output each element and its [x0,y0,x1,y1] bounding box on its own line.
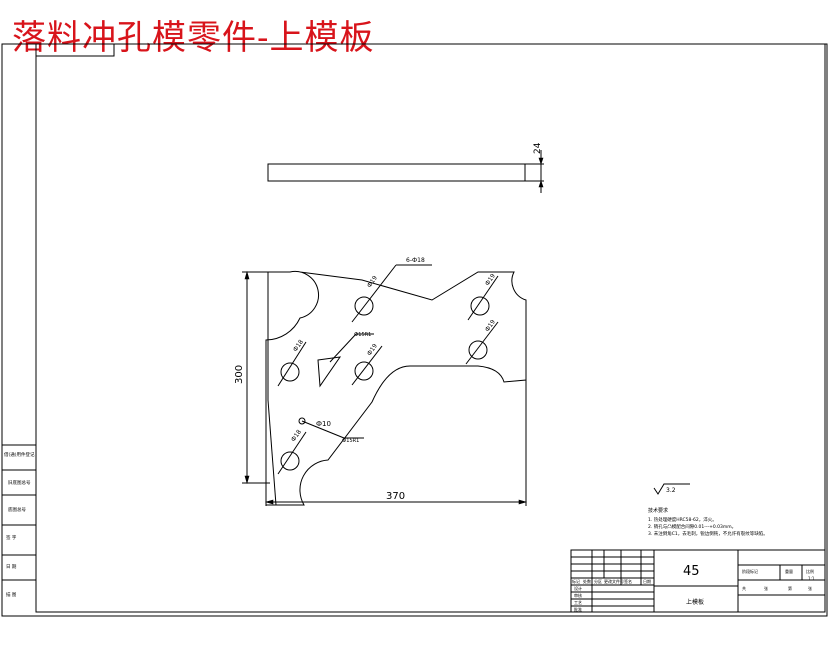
tb-right-header: 阶段标记 [742,568,758,574]
material-value: 45 [683,564,700,579]
tb-role: 批准 [574,606,582,612]
dim-height: 300 [234,365,245,384]
triangle-cutout [317,356,342,388]
tb-header-cell: 分区 [594,578,602,584]
tb-header-cell: 签名 [624,578,632,584]
tb-sheet: 第 [788,585,792,591]
arrow-h-top [244,270,250,280]
plate-outline [265,270,527,506]
tb-header-cell: 日期 [643,578,651,584]
dim-width: 370 [386,491,405,502]
tb-header-cell: 处数 [583,578,591,584]
plate-side-view [267,163,526,182]
outer-frame [1,43,828,617]
pin-hole [298,417,306,425]
tb-scale: 1:1 [808,576,815,581]
hole-bottom-left [280,451,300,471]
side-label: 旧底图总号 [8,479,31,486]
hole-group [280,296,490,471]
outline-taper [267,399,277,506]
tb-sheet: 张 [764,585,768,591]
arrow-thk-top [538,157,544,165]
dim-thickness: 24 [533,142,543,154]
notes-heading: 技术要求 [648,507,668,514]
label-pin-hole: Ф10 [316,420,331,428]
leader-holes: 6-Ф18 [406,257,425,264]
hole-top-center [354,296,374,316]
tb-sheet: 共 [742,585,746,591]
surface-finish-value: 3.2 [666,487,676,494]
arrow-h-bottom [244,475,250,485]
label-hole-6: Ф18 [290,428,303,443]
tb-role: 审核 [574,592,582,598]
part-name: 上模板 [686,598,704,606]
tb-right-header: 比例 [806,568,814,574]
hole-right-mid [468,340,488,360]
drawing-title: 落料冲孔模零件-上模板 [12,18,375,58]
title-block-text: 45 上模板 标记 处数 分区 更改文件号 签名 日期 设计 审核 工艺 批准 … [572,564,815,612]
top-left-tab [35,43,115,57]
side-label: 借(通)用件登记 [4,451,35,458]
side-binding-column [2,444,36,581]
technical-notes: 技术要求 1. 热处理硬度HRC58-62，淬火。 2. 销孔与凸模配合间隙0.… [648,507,768,537]
side-label: 日 期 [6,564,17,570]
arrow-w-left [264,499,274,505]
arrow-w-right [518,499,528,505]
tb-sheet: 张 [808,585,812,591]
tb-header-cell: 标记 [572,578,580,584]
inner-border [35,43,826,613]
surface-finish-symbol [653,483,690,495]
note-item: 1. 热处理硬度HRC58-62，淬火。 [648,516,717,523]
tb-role: 工艺 [574,600,582,605]
title-block [570,549,826,613]
label-radius-b: Ф15R1 [342,438,359,444]
hole-top-right [470,296,490,316]
side-label: 签 字 [6,534,17,541]
label-radius-a: Ф15R1 [354,332,371,338]
tb-header-cell: 更改文件号 [604,578,624,584]
side-label: 底图总号 [8,506,26,513]
label-hole-1: Ф19 [366,274,379,289]
note-item: 2. 销孔与凸模配合间隙0.01---+0.03mm。 [648,523,736,530]
tb-right-header: 重量 [785,568,793,574]
height-dimension [242,271,270,484]
width-dimension [265,380,527,506]
arrow-thk-bottom [538,180,544,188]
hole-center-mid [354,361,374,381]
side-label: 描 图 [6,591,17,598]
label-hole-4: Ф19 [366,342,379,357]
hole-leaders [277,264,499,475]
side-labels: 借(通)用件登记 旧底图总号 底图总号 签 字 日 期 描 图 [4,451,35,598]
tb-role: 设计 [574,585,582,591]
note-item: 3. 未注倒角C1，去毛刺，锐边倒钝，不允许有裂纹等缺陷。 [648,530,768,537]
hole-left-mid [280,362,300,382]
